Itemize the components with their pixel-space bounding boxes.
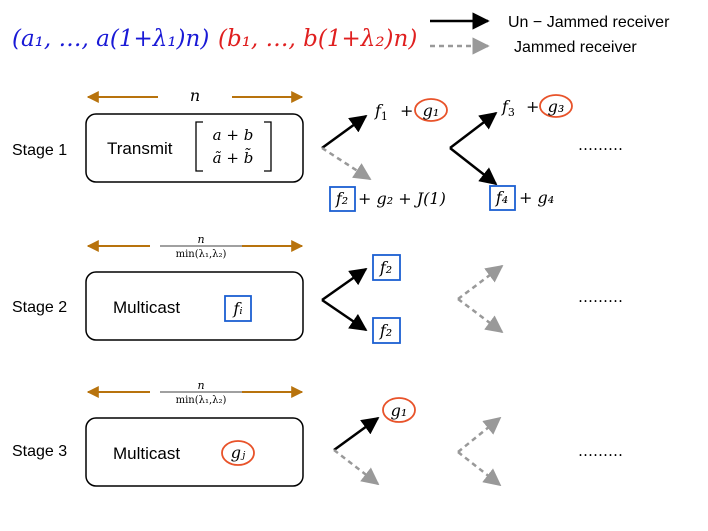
- stage-2-duration-num: n: [197, 233, 204, 246]
- stage-2-up-output-square: [372, 254, 401, 281]
- stage-1-branch2-up-f: f3: [501, 97, 515, 119]
- stage-1-matrix-row-1: a + b: [213, 126, 254, 144]
- stage-2-box: [85, 271, 304, 341]
- stage-2-down-output: f₂: [379, 321, 392, 340]
- stage-1: Stage 1 n Transmit a + b ã + b̃ f1 + g₁ …: [12, 86, 623, 212]
- stage-3-duration-den: min(λ₁,λ₂): [176, 395, 227, 406]
- stage-3-box-text: Multicast: [113, 444, 180, 463]
- stage-3-up-arrow: [333, 416, 380, 452]
- stage-2-up-arrow: [321, 267, 368, 302]
- stage-2-branch2-down-arrow: [457, 298, 504, 334]
- stage-1-box: [85, 113, 304, 183]
- stage-1-jammed-arrow: [321, 146, 372, 181]
- stage-1-branch2-down-arrow: [449, 147, 498, 186]
- stage-2-up-output: f₂: [379, 258, 392, 277]
- stage-1-unjammed-arrow: [321, 114, 368, 150]
- stage-3-up-output: g₁: [391, 401, 408, 420]
- legend: Un − Jammed receiver Jammed receiver: [430, 12, 670, 56]
- stage-1-branch2-down-f: f₄: [495, 188, 508, 207]
- stage-2: Stage 2 n min(λ₁,λ₂) Multicast fᵢ f₂ f₂ …: [12, 233, 623, 344]
- stage-1-box-text: Transmit: [107, 139, 173, 158]
- stage-3-jammed-arrow: [333, 449, 380, 486]
- stage-3-branch2-down-arrow: [457, 451, 502, 487]
- stage-1-branch2-down-rest: + g₄: [519, 188, 554, 207]
- stage-1-branch2-up-circle: [539, 94, 573, 118]
- stage-3-label: Stage 3: [12, 443, 67, 460]
- stage-1-branch2-up-g: g₃: [548, 97, 565, 116]
- stage-1-matrix-row-2: ã + b̃: [213, 148, 254, 167]
- stage-1-up-output-circle: [414, 98, 448, 122]
- stage-3-box-symbol: gⱼ: [231, 443, 246, 462]
- stage-1-ellipsis: ………: [578, 136, 623, 154]
- stage-3-box: [85, 417, 304, 487]
- stage-1-branch2-up-arrow: [449, 111, 498, 149]
- stage-3-duration-num: n: [197, 379, 204, 392]
- stage-1-label: Stage 1: [12, 142, 67, 159]
- stage-3-ellipsis: ………: [578, 442, 623, 460]
- stage-3-up-output-circle: [382, 397, 416, 423]
- stage-2-branch2-up-arrow: [457, 264, 504, 300]
- legend-unjammed-label: Un − Jammed receiver: [508, 14, 670, 31]
- stage-1-down-output-f: f₂: [335, 189, 348, 208]
- stage-3-box-symbol-circle: [221, 440, 255, 466]
- stage-3-branch2-up-arrow: [457, 416, 502, 453]
- stage-1-branch2-down-square: [489, 185, 516, 211]
- stage-2-box-symbol-square: [224, 295, 252, 322]
- stage-1-up-output-g: g₁: [423, 101, 440, 120]
- stage-1-up-output-plus: +: [400, 101, 413, 120]
- stage-2-down-output-square: [372, 317, 401, 344]
- stage-1-duration: n: [190, 86, 200, 105]
- stage-1-branch2-up-plus: +: [526, 97, 539, 116]
- stage-1-matrix-left-bracket: [195, 121, 203, 172]
- stage-1-down-output-square: [329, 186, 356, 212]
- b-sequence: (b₁, …, b(1+λ₂)n): [218, 26, 417, 52]
- stage-2-down-arrow: [321, 298, 368, 332]
- legend-jammed-label: Jammed receiver: [514, 39, 637, 56]
- header-sequences: (a₁, …, a(1+λ₁)n) (b₁, …, b(1+λ₂)n): [12, 26, 417, 52]
- a-sequence: (a₁, …, a(1+λ₁)n): [12, 26, 209, 52]
- stage-1-down-output-rest: + g₂ + J(1): [358, 189, 446, 208]
- stage-2-ellipsis: ………: [578, 288, 623, 306]
- stage-2-label: Stage 2: [12, 299, 67, 316]
- stage-3: Stage 3 n min(λ₁,λ₂) Multicast gⱼ g₁ ………: [12, 379, 623, 487]
- stage-2-box-text: Multicast: [113, 298, 180, 317]
- stage-2-duration-den: min(λ₁,λ₂): [176, 249, 227, 260]
- stage-2-box-symbol: fᵢ: [232, 299, 242, 318]
- stage-1-matrix-right-bracket: [264, 121, 272, 172]
- stage-1-up-output-f: f1: [374, 101, 388, 123]
